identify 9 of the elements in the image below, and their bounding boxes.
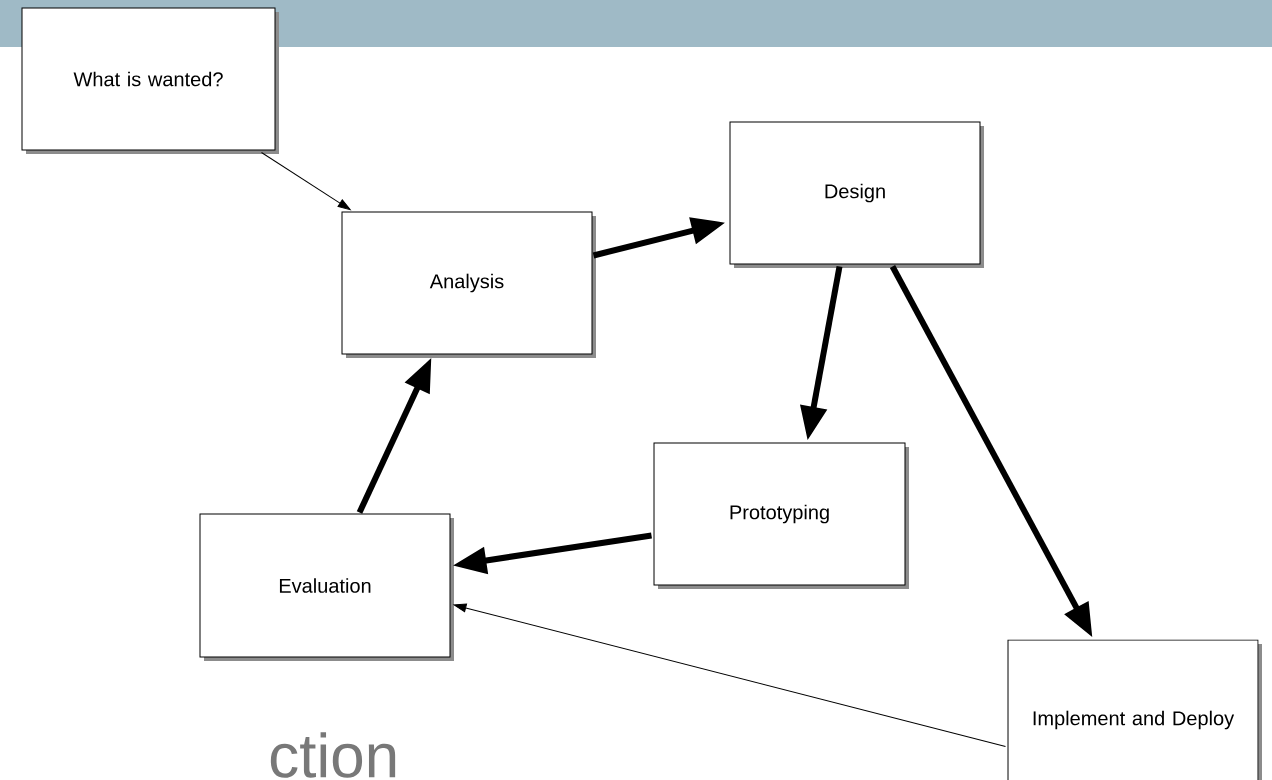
slide-text: ction (270, 732, 396, 778)
process-box: Analysis (341, 211, 596, 358)
process-box: Evaluation (199, 513, 454, 661)
arrow (453, 603, 1006, 747)
process-box: What is wanted? (21, 7, 279, 154)
process-box: Implement and Deploy (1007, 639, 1262, 780)
process-box: Prototyping (653, 442, 909, 589)
arrow (261, 152, 351, 211)
process-box: Design (729, 121, 984, 268)
